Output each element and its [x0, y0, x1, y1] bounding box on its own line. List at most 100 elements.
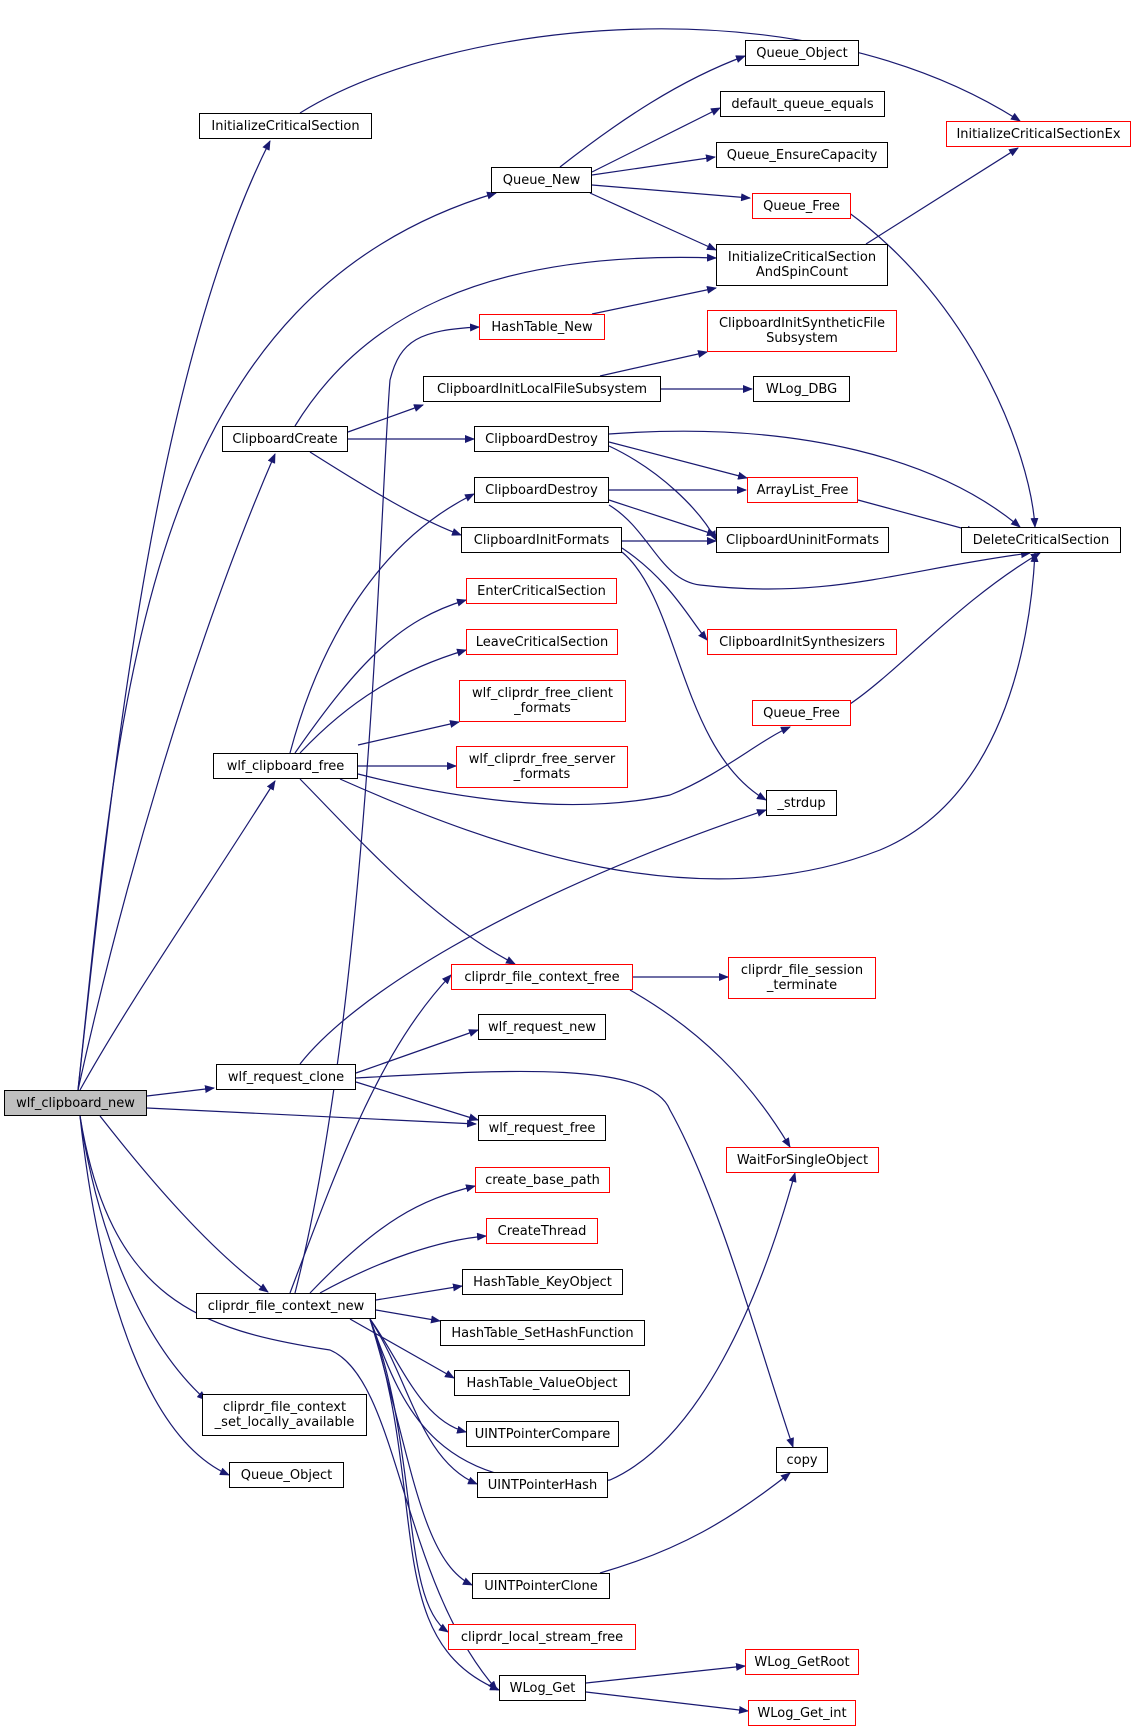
call-edge — [375, 1309, 441, 1324]
node-label: UINTPointerHash — [487, 1477, 598, 1493]
node-copy[interactable]: copy — [776, 1447, 828, 1473]
node-wlf-cliprdr-free-client-formats[interactable]: wlf_cliprdr_free_client _formats — [459, 680, 626, 722]
node-label: ArrayList_Free — [756, 482, 849, 498]
node-label: WaitForSingleObject — [736, 1152, 869, 1168]
call-edge — [299, 28, 1021, 122]
node-initialize-critical-section-ex[interactable]: InitializeCriticalSectionEx — [946, 121, 1131, 147]
node-wlf-cliprdr-free-server-formats[interactable]: wlf_cliprdr_free_server _formats — [456, 746, 628, 788]
node-queue-object-upper[interactable]: Queue_Object — [745, 40, 859, 66]
call-edge — [309, 1184, 476, 1294]
node-leave-critical-section[interactable]: LeaveCriticalSection — [466, 629, 618, 655]
call-edge — [375, 1283, 463, 1301]
node-queue-new[interactable]: Queue_New — [491, 167, 592, 193]
call-edge — [77, 453, 276, 1091]
call-edge — [369, 1172, 797, 1484]
node-cliprdr-file-context-new[interactable]: cliprdr_file_context_new — [196, 1293, 376, 1319]
node-label: InitializeCriticalSection — [211, 118, 360, 134]
node-clipboard-destroy-1[interactable]: ClipboardDestroy — [474, 426, 609, 452]
node-clipboard-init-formats[interactable]: ClipboardInitFormats — [461, 527, 622, 553]
node-queue-free-upper[interactable]: Queue_Free — [752, 193, 851, 219]
call-edge — [357, 720, 460, 746]
call-edge — [349, 1318, 455, 1379]
node-label: _strdup — [777, 795, 826, 811]
node-label: wlf_clipboard_new — [16, 1095, 135, 1111]
node-uint-pointer-clone[interactable]: UINTPointerClone — [472, 1573, 610, 1599]
call-edge — [589, 192, 717, 251]
node-label: ClipboardUninitFormats — [726, 532, 879, 548]
node-cliprdr-file-session-terminate[interactable]: cliprdr_file_session _terminate — [728, 957, 876, 999]
node-uint-pointer-hash[interactable]: UINTPointerHash — [477, 1472, 608, 1498]
node-label: Queue_EnsureCapacity — [726, 147, 878, 163]
node-delete-critical-section[interactable]: DeleteCriticalSection — [961, 527, 1121, 553]
node-label: create_base_path — [485, 1172, 600, 1188]
call-edge — [599, 350, 708, 377]
call-edge — [309, 451, 462, 536]
node-wlf-request-clone[interactable]: wlf_request_clone — [216, 1064, 356, 1090]
node-hashtable-new[interactable]: HashTable_New — [479, 314, 605, 340]
call-edge — [608, 504, 1031, 590]
node-cliprdr-local-stream-free[interactable]: cliprdr_local_stream_free — [448, 1624, 636, 1650]
node-label: ClipboardInitFormats — [473, 532, 610, 548]
node-label: copy — [786, 1452, 818, 1468]
node-label: wlf_request_new — [487, 1019, 597, 1035]
call-edge — [857, 499, 977, 534]
node-hashtable-value-object[interactable]: HashTable_ValueObject — [454, 1370, 630, 1396]
node-label: wlf_request_clone — [227, 1069, 345, 1085]
node-queue-free-lower[interactable]: Queue_Free — [752, 700, 851, 726]
node-initialize-critical-section[interactable]: InitializeCriticalSection — [199, 113, 372, 139]
node-default-queue-equals[interactable]: default_queue_equals — [720, 91, 885, 117]
node-wlf-request-free[interactable]: wlf_request_free — [478, 1115, 606, 1141]
node-wlf-clipboard-new[interactable]: wlf_clipboard_new — [4, 1090, 147, 1116]
node-wlog-get-root[interactable]: WLog_GetRoot — [745, 1649, 859, 1675]
call-edge — [608, 430, 1021, 528]
call-edge — [339, 552, 1039, 880]
call-edge — [585, 1662, 746, 1684]
call-edge — [621, 551, 767, 801]
node-wlog-get[interactable]: WLog_Get — [499, 1675, 586, 1701]
node-label: ClipboardDestroy — [485, 431, 598, 447]
node-label: WLog_GetRoot — [754, 1654, 850, 1670]
node-clipboard-init-local-file-subsystem[interactable]: ClipboardInitLocalFileSubsystem — [423, 376, 661, 402]
call-edge — [599, 1472, 791, 1574]
call-edge — [79, 1115, 230, 1476]
call-edge — [319, 1232, 487, 1294]
node-label: wlf_cliprdr_free_server _formats — [468, 752, 616, 782]
call-edge — [369, 1318, 449, 1633]
call-edge — [585, 1691, 749, 1714]
call-edge — [591, 107, 721, 173]
node-label: InitializeCriticalSection AndSpinCount — [727, 250, 877, 280]
node-label: Queue_New — [502, 172, 581, 188]
node-wlf-request-new[interactable]: wlf_request_new — [478, 1014, 606, 1040]
node-initialize-critical-section-and-spin-count[interactable]: InitializeCriticalSection AndSpinCount — [716, 244, 888, 286]
node-queue-object-lower[interactable]: Queue_Object — [229, 1462, 344, 1488]
node-create-thread[interactable]: CreateThread — [486, 1218, 598, 1244]
node-label: cliprdr_file_context_free — [464, 969, 620, 985]
node-enter-critical-section[interactable]: EnterCriticalSection — [466, 578, 617, 604]
call-edge — [99, 1115, 269, 1293]
call-edge — [369, 1318, 467, 1434]
node-create-base-path[interactable]: create_base_path — [475, 1167, 610, 1193]
node-label: default_queue_equals — [731, 96, 874, 112]
node-label: wlf_cliprdr_free_client _formats — [472, 686, 613, 716]
node-wait-for-single-object[interactable]: WaitForSingleObject — [726, 1147, 879, 1173]
call-edge — [299, 778, 516, 965]
node-wlog-get-int[interactable]: WLog_Get_int — [748, 1700, 856, 1726]
node-cliprdr-file-context-set-locally-available[interactable]: cliprdr_file_context _set_locally_availa… — [202, 1394, 367, 1436]
node-clipboard-init-synthetic-file-subsystem[interactable]: ClipboardInitSyntheticFile Subsystem — [707, 310, 897, 352]
call-edge — [608, 441, 748, 480]
node-strdup[interactable]: _strdup — [766, 790, 837, 816]
node-queue-ensure-capacity[interactable]: Queue_EnsureCapacity — [716, 142, 888, 168]
node-clipboard-destroy-2[interactable]: ClipboardDestroy — [474, 477, 609, 503]
node-clipboard-init-synthesizers[interactable]: ClipboardInitSynthesizers — [707, 629, 897, 655]
node-uint-pointer-compare[interactable]: UINTPointerCompare — [466, 1421, 619, 1447]
node-hashtable-key-object[interactable]: HashTable_KeyObject — [462, 1269, 623, 1295]
node-wlf-clipboard-free[interactable]: wlf_clipboard_free — [213, 753, 358, 779]
node-label: ClipboardInitLocalFileSubsystem — [436, 381, 648, 397]
node-cliprdr-file-context-free[interactable]: cliprdr_file_context_free — [451, 964, 633, 990]
call-edge — [79, 780, 276, 1091]
node-clipboard-create[interactable]: ClipboardCreate — [222, 426, 348, 452]
node-clipboard-uninit-formats[interactable]: ClipboardUninitFormats — [716, 527, 889, 553]
node-wlog-dbg[interactable]: WLog_DBG — [753, 376, 850, 402]
node-hashtable-set-hash-function[interactable]: HashTable_SetHashFunction — [440, 1320, 645, 1346]
node-arraylist-free[interactable]: ArrayList_Free — [747, 477, 858, 503]
